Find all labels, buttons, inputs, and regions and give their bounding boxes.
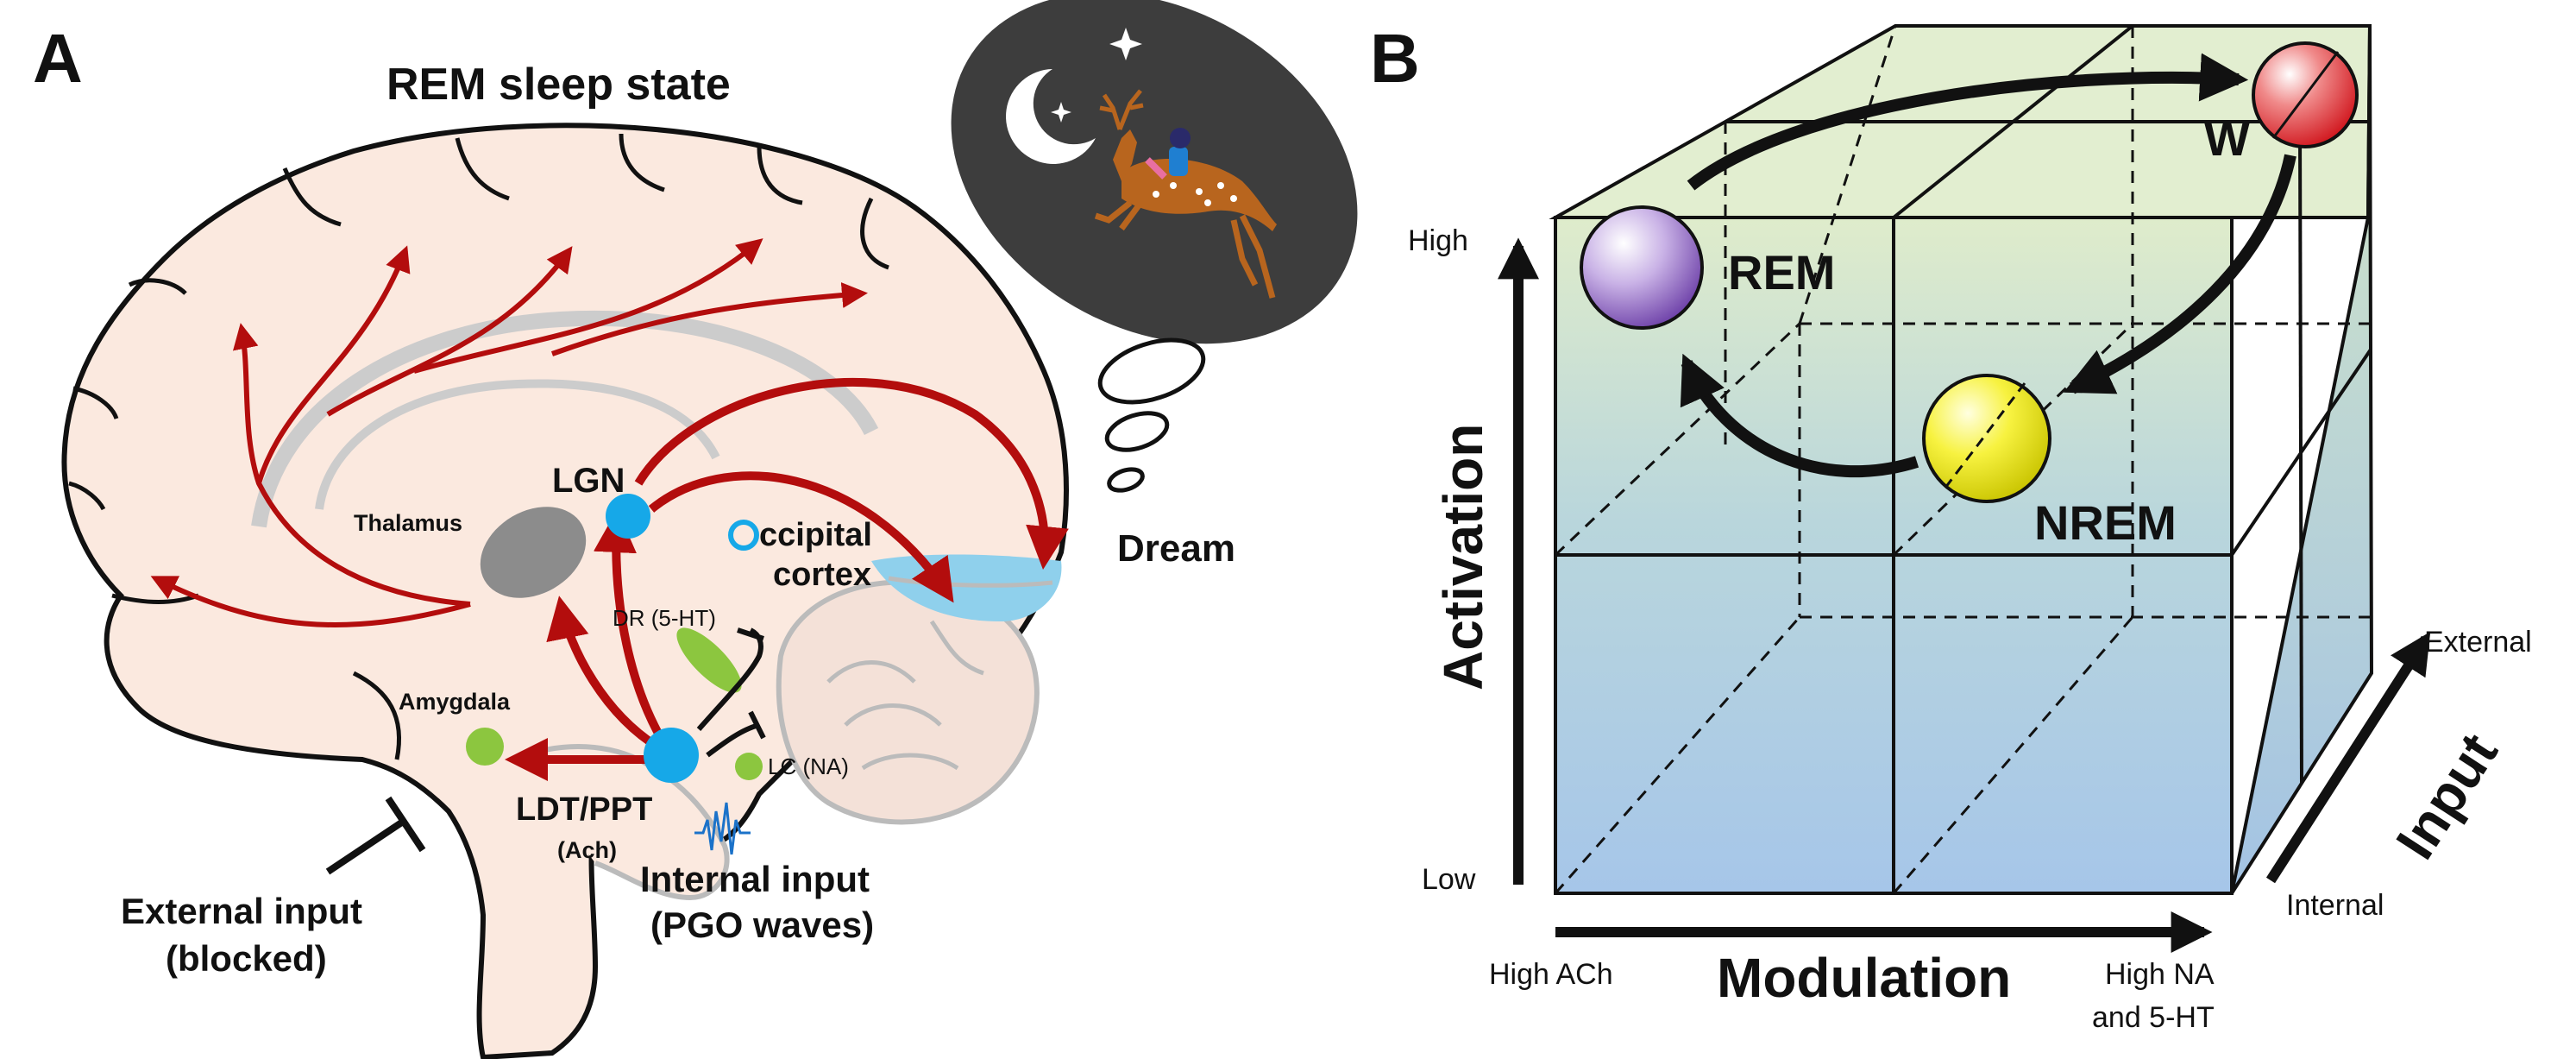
state-cycle-arrows (1680, 53, 2296, 478)
lgn-pathways (634, 377, 1069, 603)
input-axis-label: Input (2384, 722, 2510, 869)
modulation-left-label: High ACh (1489, 958, 1613, 991)
occipital-o-icon (728, 520, 759, 551)
pgo-wave-icon (694, 802, 751, 855)
nrem-state-node (1922, 374, 2051, 503)
panel-b: B (1370, 20, 2532, 1034)
ldt-ppt-node (644, 728, 699, 783)
dr-inhibition (696, 627, 764, 731)
star-icon (1051, 102, 1071, 123)
lgn-label: LGN (552, 462, 625, 500)
activation-high-label: High (1408, 224, 1468, 257)
panel-a-label: A (33, 20, 83, 97)
brain-outline (61, 123, 1069, 1059)
cortical-projections (150, 238, 868, 627)
modulation-axis-label: Modulation (1717, 947, 2011, 1009)
activation-low-label: Low (1422, 863, 1476, 896)
internal-input-label-line2: (PGO waves) (650, 905, 874, 945)
lgn-node (606, 494, 650, 539)
lc-inhibition (706, 710, 766, 758)
ldt-ppt-label: LDT/PPT (516, 791, 652, 828)
brainstem-pathways (505, 509, 673, 781)
input-internal-label: Internal (2286, 889, 2384, 922)
deer-rider-icon (1094, 89, 1277, 299)
moon-icon (1006, 69, 1096, 164)
input-external-label: External (2424, 626, 2532, 659)
cube-side-face (2230, 25, 2374, 895)
modulation-right-label-line2: and 5-HT (2092, 1001, 2215, 1034)
amygdala-label: Amygdala (399, 689, 511, 715)
amygdala-node (466, 728, 504, 766)
thalamus-shape (480, 507, 587, 598)
dr-nucleus (676, 627, 742, 693)
dream-bubble (951, 0, 1358, 493)
gyrus-line (619, 133, 665, 192)
gyrus-line (72, 386, 119, 419)
external-input-block (325, 796, 426, 875)
gyrus-line (68, 481, 106, 511)
temporal-lobe-line (352, 671, 402, 760)
input-axis-arrow (2265, 631, 2431, 884)
lc-label: LC (NA) (768, 753, 849, 779)
dr-label: DR (5-HT) (613, 605, 716, 631)
panel-b-label: B (1370, 20, 1420, 97)
rem-state-node (1580, 205, 1704, 330)
gyrus-line (282, 167, 342, 227)
dream-label: Dream (1117, 527, 1235, 570)
wake-label: W (2204, 111, 2250, 166)
nrem-label: NREM (2034, 495, 2177, 550)
corpus-callosum (251, 311, 879, 528)
cerebellum (776, 579, 1040, 825)
activation-axis-label: Activation (1432, 424, 1494, 690)
star-icon (1109, 28, 1142, 60)
lc-node (735, 753, 763, 780)
thought-bubble (1107, 467, 1145, 493)
external-input-label-line2: (blocked) (166, 938, 327, 979)
cube-side-grid (2298, 121, 2303, 785)
thought-bubble (1104, 411, 1170, 452)
panel-a: A REM sleep state (33, 0, 1358, 1059)
gyrus-line (111, 593, 199, 604)
thought-bubble (1097, 337, 1206, 405)
nrem-state-slash (1944, 379, 2029, 489)
calcarine-line (888, 576, 1053, 588)
gyrus-line (860, 197, 889, 270)
ach-label: (Ach) (557, 837, 617, 863)
rem-label: REM (1728, 245, 1835, 299)
occipital-label-line1: ccipital (759, 517, 872, 553)
internal-input-label-line1: Internal input (640, 859, 870, 899)
gyrus-line (455, 137, 510, 201)
gyrus-line (757, 146, 803, 205)
fornix (315, 379, 720, 510)
wake-state-slash (2271, 51, 2340, 139)
modulation-right-label-line1: High NA (2105, 958, 2215, 991)
thalamus-label: Thalamus (354, 510, 462, 536)
rem-sleep-title: REM sleep state (386, 60, 731, 110)
gyrus-line (128, 278, 187, 295)
occipital-label-line2: cortex (773, 557, 871, 593)
external-input-label-line1: External input (121, 891, 362, 931)
